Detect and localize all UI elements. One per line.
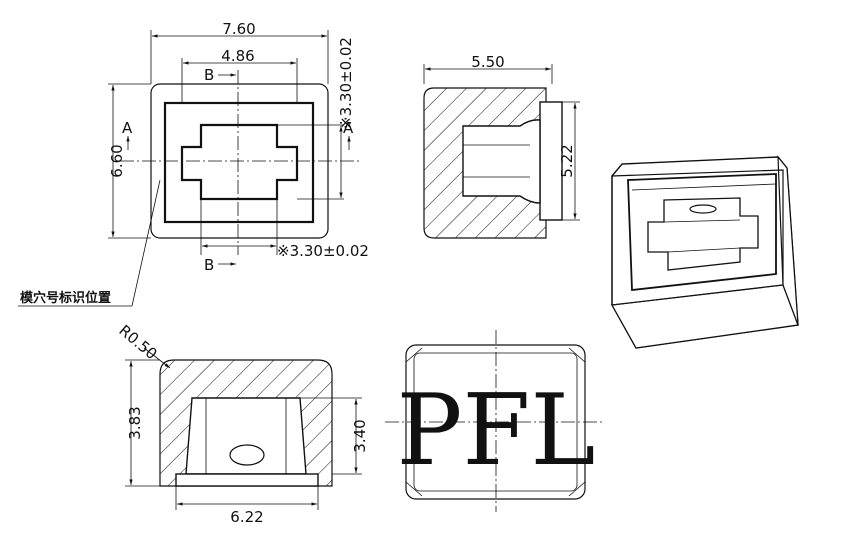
- bottom-cavity: [185, 397, 307, 475]
- dim-side-width: 5.50: [471, 53, 504, 71]
- iso-cross-edge-2: [667, 247, 741, 253]
- cross-socket: [180, 123, 299, 201]
- iso-gate-mark: [689, 204, 717, 214]
- section-a-right-label: A: [343, 119, 354, 137]
- dim-side-height: 5.22: [558, 144, 576, 177]
- iso-cavity: [627, 173, 777, 292]
- note-leader: [131, 179, 161, 307]
- radius-leader: [143, 347, 171, 369]
- dim-radius: R0.50: [115, 321, 160, 363]
- section-b-top-label: B: [204, 66, 214, 84]
- bottom-gate-mark: [229, 444, 265, 466]
- dim-width-inner: 4.86: [221, 47, 254, 65]
- front-view: PFL: [385, 330, 602, 512]
- isometric-view: [611, 155, 799, 349]
- bottom-flange: [175, 473, 319, 487]
- dim-bottom-height-right: 3.40: [351, 419, 369, 452]
- front-corner-chamfers: [405, 347, 586, 497]
- top-view-inner-cavity: [163, 101, 315, 224]
- iso-cavity-edge: [631, 183, 777, 191]
- pfl-logo-text: PFL: [396, 374, 595, 488]
- iso-cross-socket: [647, 197, 759, 271]
- dim-height-outer: 6.60: [108, 144, 126, 177]
- iso-front-face: [611, 169, 784, 306]
- cavity-mark-note: 模穴号标识位置: [20, 290, 111, 306]
- dim-tol-bottom: ※3.30±0.02: [277, 242, 369, 260]
- dim-tol-top: ※3.30±0.02: [337, 37, 355, 129]
- section-b-bottom-label: B: [204, 256, 214, 274]
- dim-bottom-height-left: 3.83: [126, 406, 144, 439]
- side-bore: [462, 119, 541, 204]
- side-section-view: 5.50 5.22: [423, 53, 580, 239]
- dim-width-outer: 7.60: [222, 20, 255, 38]
- top-view: 7.60 4.86 6.60 ※3.30±0.02 ※3.30±0.02 A A…: [18, 20, 369, 307]
- section-a-left-label: A: [122, 119, 133, 137]
- dim-bottom-width: 6.22: [230, 508, 263, 526]
- bottom-section-view: 3.83 3.40 6.22 R0.50: [115, 321, 369, 526]
- iso-cross-edge-1: [663, 219, 741, 223]
